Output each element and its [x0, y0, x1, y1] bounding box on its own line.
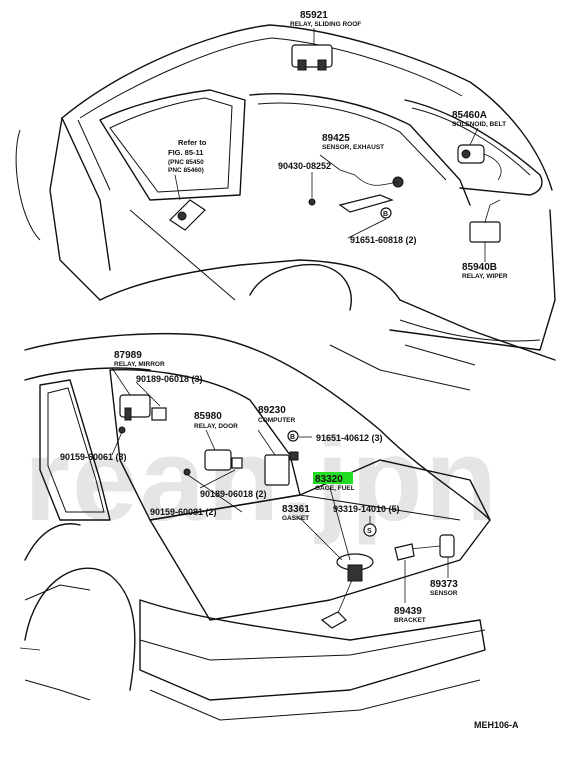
sensor-exhaust-part [338, 174, 404, 213]
label-85460a: 85460A SOLENOID, BELT [452, 110, 506, 128]
svg-text:MEH106-A: MEH106-A [474, 720, 519, 730]
svg-text:S: S [367, 528, 372, 535]
label-87989: 87989 RELAY, MIRROR [114, 350, 165, 368]
svg-text:85460A: 85460A [452, 110, 487, 121]
svg-text:91651-60818 (2): 91651-60818 (2) [350, 235, 417, 245]
label-83320: 83320 GAGE, FUEL [313, 472, 355, 492]
label-89425: 89425 SENSOR, EXHAUST [322, 133, 384, 151]
callout-b-lower: B [287, 430, 299, 442]
label-90159-60081: 90159-60081 (2) [150, 507, 217, 517]
svg-text:87989: 87989 [114, 350, 142, 361]
label-85921: 85921 RELAY, SLIDING ROOF [290, 10, 361, 28]
svg-text:RELAY, MIRROR: RELAY, MIRROR [114, 361, 165, 368]
svg-text:90159-60061 (3): 90159-60061 (3) [60, 452, 127, 462]
hinge-line [19, 647, 41, 651]
svg-text:SOLENOID, BELT: SOLENOID, BELT [452, 121, 506, 128]
bracket-part [394, 543, 415, 561]
svg-text:83320: 83320 [315, 474, 343, 485]
svg-text:BRACKET: BRACKET [394, 617, 426, 624]
label-90159-60061: 90159-60061 (3) [60, 452, 127, 462]
svg-text:(PNC 85450: (PNC 85450 [168, 159, 204, 166]
svg-text:FIG. 85-11: FIG. 85-11 [168, 148, 203, 157]
leader-lines [111, 28, 486, 603]
svg-text:SENSOR, EXHAUST: SENSOR, EXHAUST [322, 144, 384, 151]
svg-text:Refer to: Refer to [178, 138, 207, 147]
label-91651-40612: 91651-40612 (3) [316, 433, 383, 443]
svg-text:RELAY, WIPER: RELAY, WIPER [462, 273, 508, 280]
relay-wiper-part [469, 199, 501, 243]
label-90189-06018-3: 90189-06018 (3) [136, 374, 203, 384]
svg-text:85921: 85921 [300, 10, 328, 21]
label-90189-06018-2: 90189-06018 (2) [200, 489, 267, 499]
svg-text:90430-08252: 90430-08252 [278, 161, 331, 171]
svg-text:89439: 89439 [394, 606, 422, 617]
label-83361: 83361 GASKET [282, 504, 310, 522]
svg-text:91651-40612 (3): 91651-40612 (3) [316, 433, 383, 443]
svg-text:85980: 85980 [194, 411, 222, 422]
relay-mirror-part [119, 394, 167, 421]
label-89230: 89230 COMPUTER [258, 405, 296, 424]
label-91651-60818: 91651-60818 (2) [350, 235, 417, 245]
label-90430-08252: 90430-08252 [278, 161, 331, 171]
screw-marker [308, 198, 316, 206]
label-93319-14010: 93319-14010 (5) [333, 504, 400, 514]
svg-text:SENSOR: SENSOR [430, 590, 458, 597]
svg-text:83361: 83361 [282, 504, 310, 515]
highlight-83320 [313, 472, 353, 484]
door-lock-actuator-part [169, 199, 206, 231]
relay-door-part [204, 449, 243, 471]
svg-text:90189-06018 (3): 90189-06018 (3) [136, 374, 203, 384]
svg-text:PNC 85460): PNC 85460) [168, 167, 204, 174]
solenoid-belt-part [457, 144, 502, 181]
label-refer-to: Refer to FIG. 85-11 (PNC 85450 PNC 85460… [168, 138, 207, 174]
svg-text:RELAY, DOOR: RELAY, DOOR [194, 423, 238, 430]
svg-text:RELAY, SLIDING ROOF: RELAY, SLIDING ROOF [290, 21, 361, 28]
svg-text:90189-06018 (2): 90189-06018 (2) [200, 489, 267, 499]
svg-text:90159-60081 (2): 90159-60081 (2) [150, 507, 217, 517]
computer-part [264, 451, 299, 486]
clip-marker-b [183, 468, 191, 476]
svg-text:GAGE, FUEL: GAGE, FUEL [315, 485, 355, 492]
fuel-gage-part [320, 553, 374, 629]
watermark: rean.jpn [24, 414, 499, 546]
upper-car-outline [15, 24, 556, 391]
svg-text:COMPUTER: COMPUTER [258, 417, 296, 424]
label-85940b: 85940B RELAY, WIPER [462, 262, 508, 280]
diagram-code: MEH106-A [474, 720, 519, 730]
svg-text:89425: 89425 [322, 133, 350, 144]
callout-b-upper: B [380, 207, 392, 219]
svg-text:93319-14010 (5): 93319-14010 (5) [333, 504, 400, 514]
relay-sliding-roof-part [291, 44, 333, 71]
label-89373: 89373 SENSOR [430, 579, 458, 597]
svg-text:89230: 89230 [258, 405, 286, 416]
label-85980: 85980 RELAY, DOOR [194, 411, 238, 430]
svg-text:89373: 89373 [430, 579, 458, 590]
svg-text:GASKET: GASKET [282, 515, 309, 522]
label-89439: 89439 BRACKET [394, 606, 426, 624]
svg-text:B: B [290, 434, 295, 441]
callout-s: S [363, 523, 377, 537]
svg-text:B: B [383, 211, 388, 218]
svg-text:85940B: 85940B [462, 262, 497, 273]
lower-car-outline [24, 333, 491, 721]
